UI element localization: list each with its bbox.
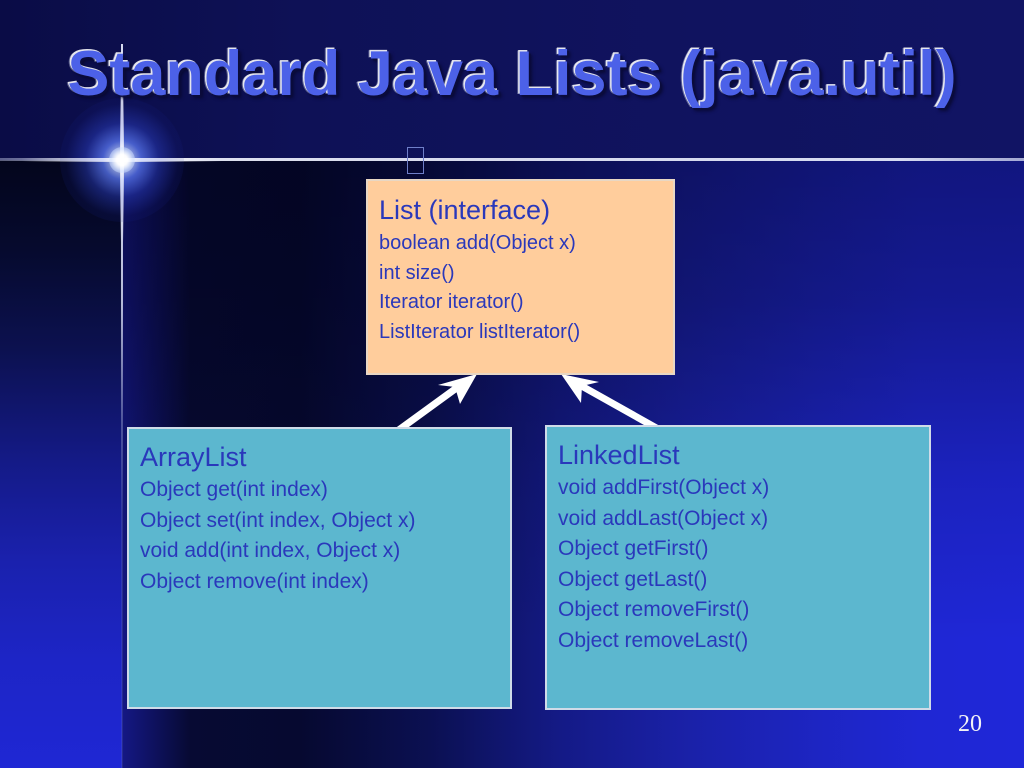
class-member: Object removeLast() (558, 628, 749, 652)
slide-title: Standard Java Lists (java.util) (67, 39, 957, 109)
class-member: Object set(int index, Object x) (140, 508, 416, 532)
class-member: ListIterator listIterator() (379, 320, 581, 343)
background-left-band (0, 160, 122, 768)
class-box-title: List (interface) (379, 195, 551, 225)
class-box-list-interface[interactable]: List (interface) boolean add(Object x) i… (366, 179, 675, 375)
class-member: Object remove(int index) (140, 569, 369, 593)
missing-glyph-box (407, 147, 424, 174)
class-member: Iterator iterator() (379, 291, 524, 313)
class-member: void addLast(Object x) (558, 506, 769, 530)
class-member: Object removeFirst() (558, 598, 750, 621)
class-member: void addFirst(Object x) (558, 476, 770, 499)
horizontal-divider-line (0, 158, 1024, 161)
class-member: int size() (379, 261, 455, 284)
class-box-linkedlist[interactable]: LinkedList void addFirst(Object x) void … (545, 425, 931, 710)
class-box-title: LinkedList (558, 440, 680, 470)
class-member: boolean add(Object x) (379, 232, 576, 254)
class-member: void add(int index, Object x) (140, 539, 401, 562)
page-number: 20 (958, 711, 982, 737)
class-member: Object getFirst() (558, 537, 709, 560)
class-member: Object get(int index) (140, 478, 328, 501)
class-box-title: ArrayList (140, 442, 247, 472)
class-box-arraylist[interactable]: ArrayList Object get(int index) Object s… (127, 427, 512, 709)
vertical-divider-line (121, 44, 123, 768)
class-member: Object getLast() (558, 567, 708, 591)
